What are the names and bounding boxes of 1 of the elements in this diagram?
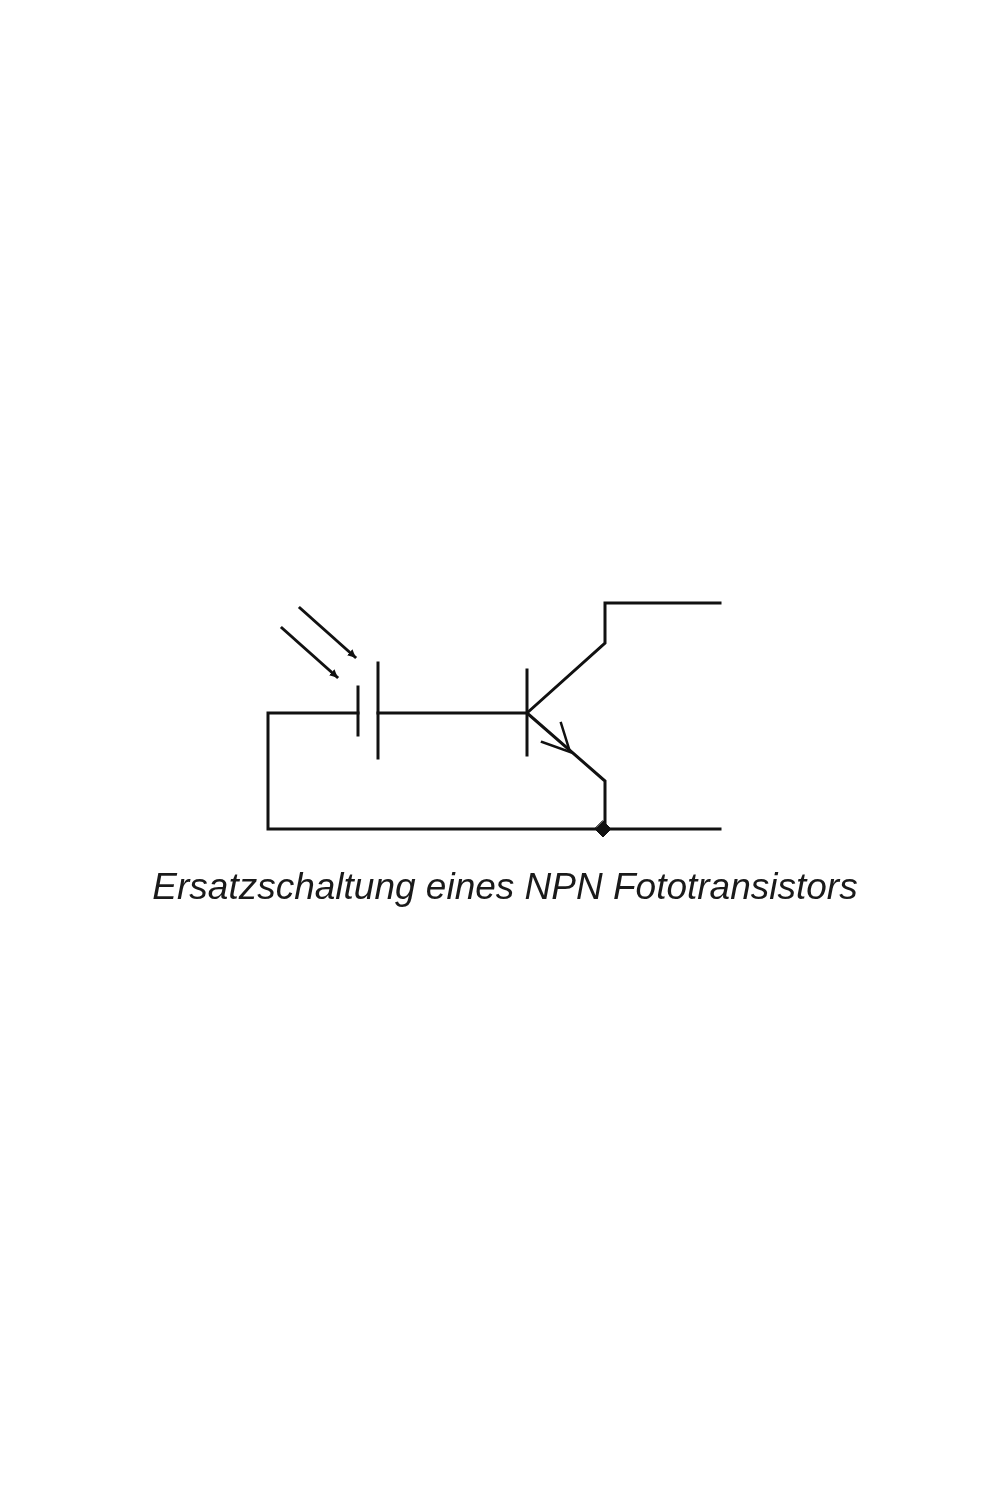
figure-caption: Ersatzschaltung eines NPN Fototransistors xyxy=(151,866,859,908)
